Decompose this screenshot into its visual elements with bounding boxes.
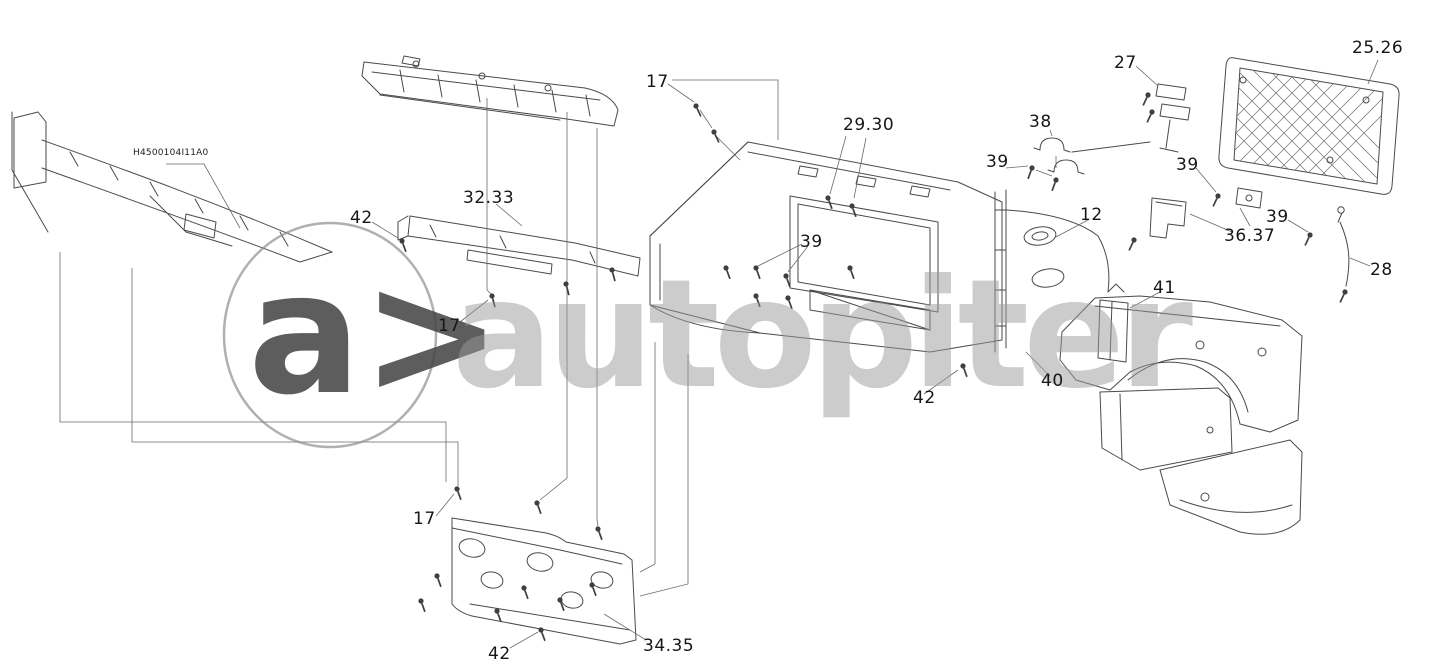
grille-mesh	[1218, 57, 1400, 195]
callout-29-30: 29.30	[843, 115, 895, 135]
callout-17-middle: 17	[438, 316, 461, 336]
hinge-27	[1071, 83, 1191, 153]
watermark-brand-text: autopiter	[452, 248, 1193, 422]
callout-41: 41	[1153, 278, 1176, 298]
callout-28: 28	[1370, 260, 1393, 280]
callout-17-bottom: 17	[413, 509, 436, 529]
callout-39-b: 39	[1176, 155, 1199, 175]
stay-28	[1337, 206, 1350, 287]
fender-assembly	[1059, 283, 1303, 535]
callout-12: 12	[1080, 205, 1103, 225]
callout-42-bottom: 42	[488, 644, 511, 664]
watermark-logo-icon: a>	[248, 236, 502, 432]
callout-39-a: 39	[986, 152, 1009, 172]
callout-42-left: 42	[350, 208, 373, 228]
callout-36-37: 36.37	[1224, 226, 1276, 246]
callout-27: 27	[1114, 53, 1137, 73]
bracket-36-37	[1149, 187, 1263, 239]
pillar-12	[994, 189, 1110, 353]
watermark: a> autopiter	[222, 221, 1199, 449]
leader-lines	[59, 59, 1379, 649]
bottom-panel	[451, 517, 637, 645]
callout-39-right: 39	[1266, 207, 1289, 227]
callout-40: 40	[1041, 371, 1064, 391]
callout-17-top: 17	[646, 72, 669, 92]
strip-32-33	[397, 215, 641, 277]
callout-32-33: 32.33	[463, 188, 515, 208]
callout-34-35: 34.35	[643, 636, 695, 656]
callout-38: 38	[1029, 112, 1052, 132]
clamp-38	[1033, 137, 1085, 175]
callout-42-center: 42	[913, 388, 936, 408]
callout-39-center: 39	[800, 232, 823, 252]
central-panel	[649, 141, 1003, 353]
top-slatted-strip	[361, 55, 619, 127]
part-code-label: H4500104I11A0	[133, 148, 209, 158]
callout-25-26: 25.26	[1352, 38, 1404, 58]
watermark-circle	[222, 221, 438, 449]
